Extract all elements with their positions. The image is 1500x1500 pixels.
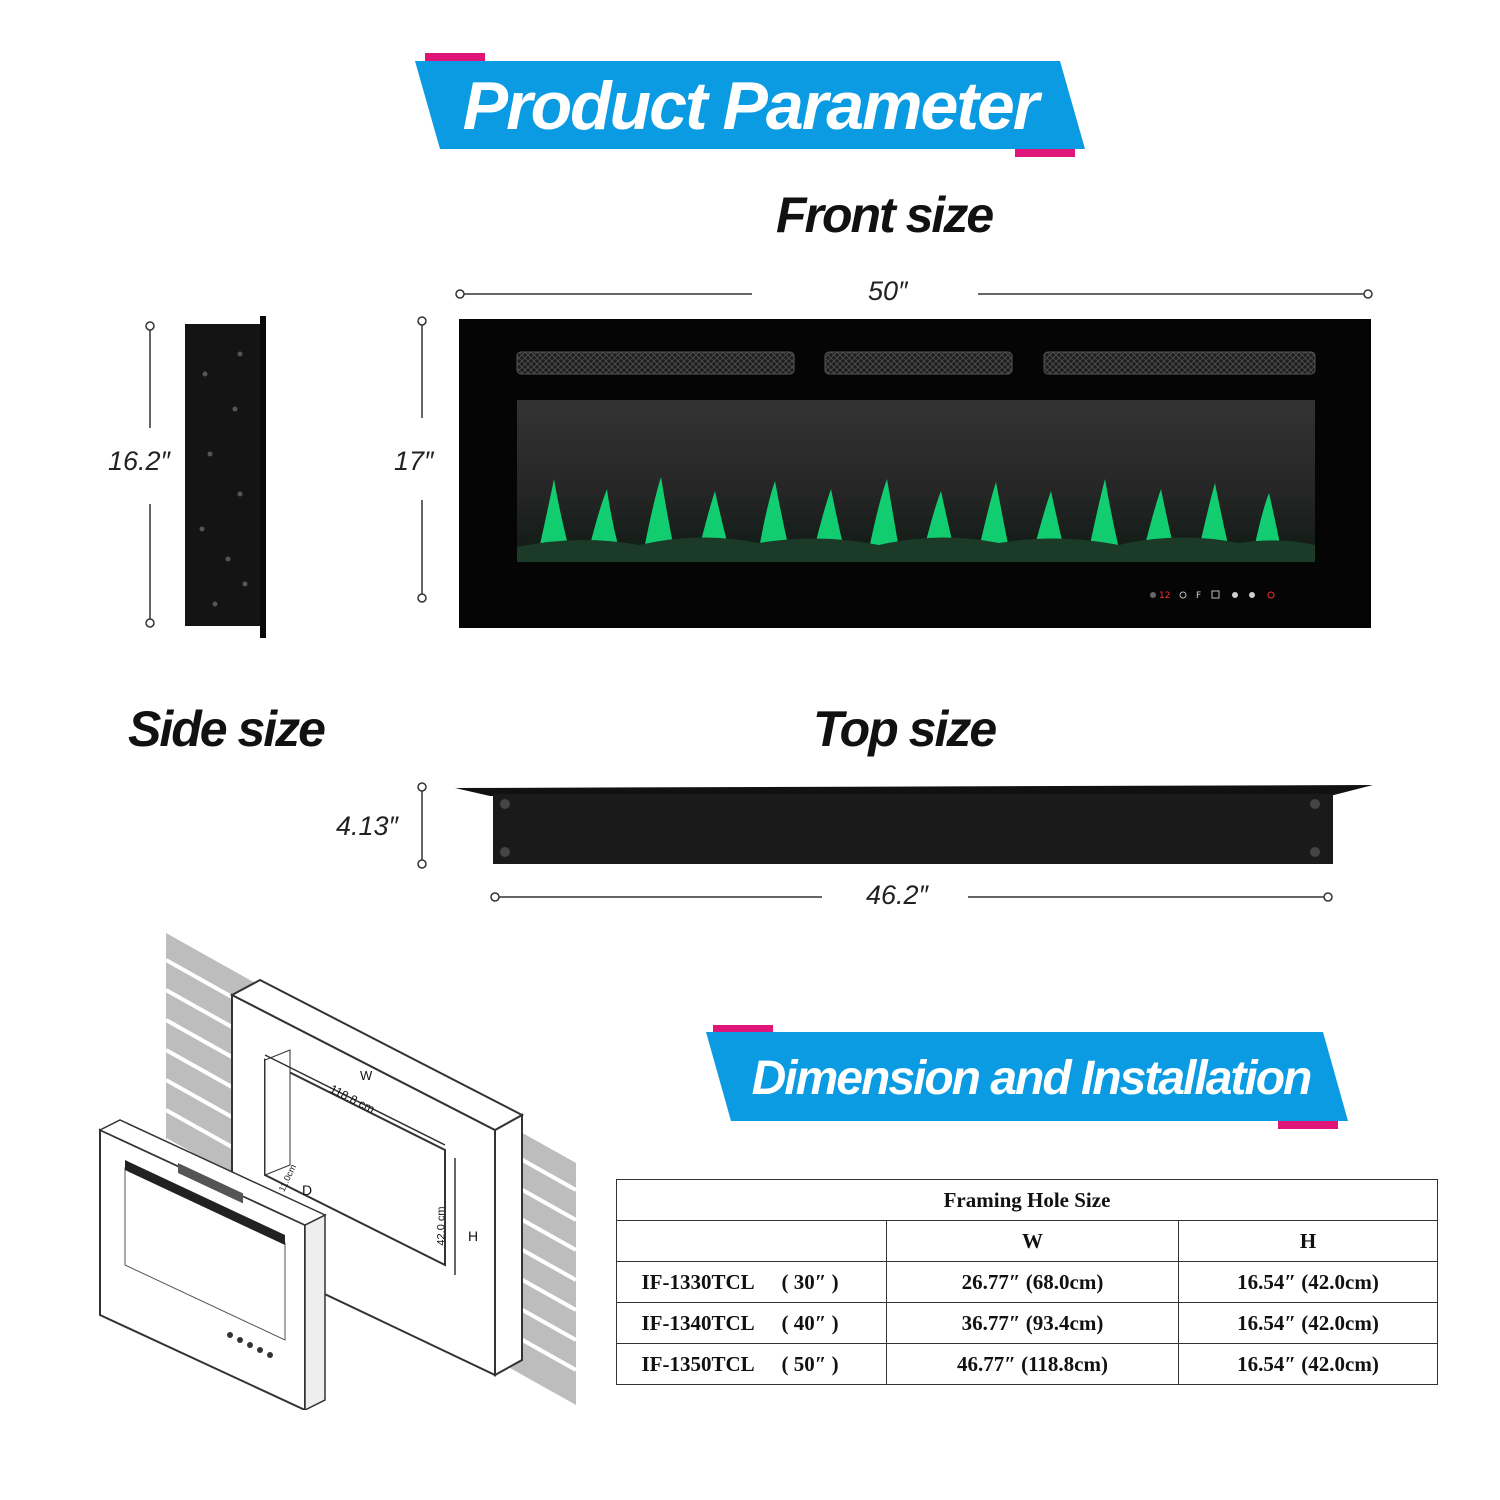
diagram-h-label: H: [468, 1228, 479, 1244]
installation-diagram: W 118.8 cm D 11.0cm H 42.0 cm: [90, 930, 590, 1412]
fireplace-top-drawing: [455, 785, 1373, 864]
diagram-d-label: D: [302, 1182, 313, 1198]
fireplace-top-view: [455, 782, 1375, 866]
diagram-h-value: 42.0 cm: [435, 1206, 448, 1246]
table-row: IF-1340TCL ( 40″ ) 36.77″ (93.4cm) 16.54″…: [616, 1302, 1438, 1344]
banner-product-parameter: Product Parameter: [0, 0, 1500, 160]
top-width-label: 46.2″: [866, 880, 929, 910]
side-height-label: 16.2″: [108, 446, 171, 476]
row-h: 16.54″ (42.0cm): [1178, 1302, 1438, 1344]
fireplace-front-drawing: 12 F: [516, 351, 1316, 601]
banner-title-2: Dimension and Installation: [751, 1052, 1313, 1105]
top-size-heading: Top size: [813, 701, 997, 757]
framing-hole-table: Framing Hole Size W H IF-1330TCL ( 30″ ) …: [616, 1179, 1438, 1385]
fireplace-front-view: 12 F: [459, 319, 1371, 628]
table-row: IF-1350TCL ( 50″ ) 46.77″ (118.8cm) 16.54…: [616, 1343, 1438, 1385]
banner-shape-2: [706, 1025, 1348, 1129]
row-w: 46.77″ (118.8cm): [886, 1343, 1179, 1385]
table-header-blank: [616, 1220, 887, 1262]
panel-display: 12: [1159, 591, 1170, 601]
row-model: IF-1350TCL: [641, 1351, 755, 1376]
table-title: Framing Hole Size: [616, 1179, 1438, 1221]
fireplace-side-drawing: [185, 316, 266, 638]
banner-title: Product Parameter: [462, 68, 1039, 144]
table-header-h: H: [1178, 1220, 1438, 1262]
row-model: IF-1330TCL: [641, 1269, 755, 1294]
front-size-heading: Front size: [776, 187, 994, 243]
row-size: ( 40″ ): [781, 1310, 839, 1335]
row-w: 26.77″ (68.0cm): [886, 1261, 1179, 1303]
banner-shape: [415, 53, 1085, 157]
front-width-label: 50″: [868, 276, 908, 306]
row-model: IF-1340TCL: [641, 1310, 755, 1335]
table-row: IF-1330TCL ( 30″ ) 26.77″ (68.0cm) 16.54″…: [616, 1261, 1438, 1303]
table-header-w: W: [886, 1220, 1179, 1262]
row-h: 16.54″ (42.0cm): [1178, 1343, 1438, 1385]
row-h: 16.54″ (42.0cm): [1178, 1261, 1438, 1303]
top-depth-label: 4.13″: [336, 811, 399, 841]
side-size-heading: Side size: [128, 701, 326, 757]
svg-text:F: F: [1196, 591, 1201, 601]
installation-drawing: [98, 933, 577, 1412]
row-size: ( 50″ ): [781, 1351, 839, 1376]
banner-dimension-installation: Dimension and Installation: [0, 1020, 1500, 1135]
front-height-label: 17″: [394, 446, 434, 476]
row-size: ( 30″ ): [781, 1269, 839, 1294]
fireplace-side-view: [180, 314, 270, 640]
diagram-w-label: W: [360, 1068, 373, 1083]
row-w: 36.77″ (93.4cm): [886, 1302, 1179, 1344]
